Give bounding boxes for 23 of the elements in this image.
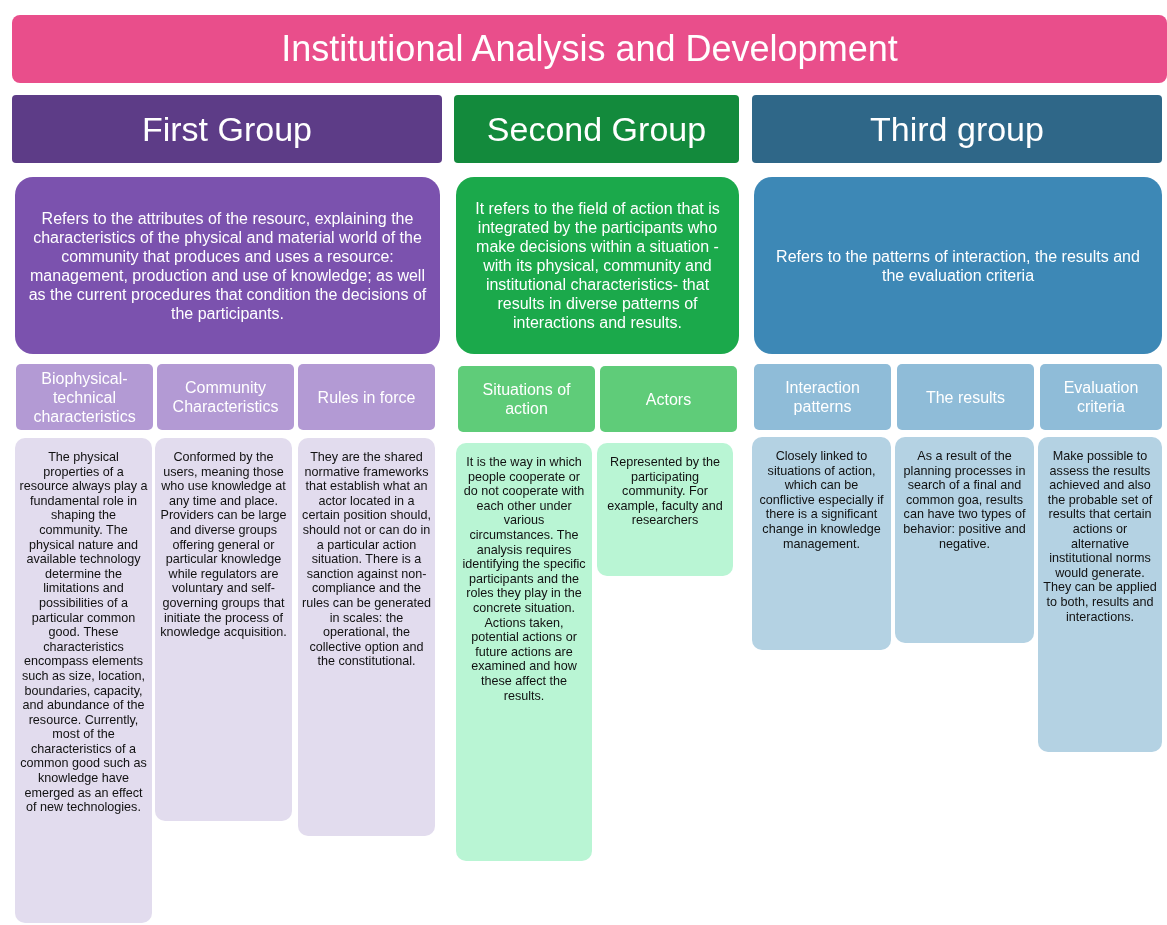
title-banner: Institutional Analysis and Development [12,15,1167,83]
category-header: Community Characteristics [157,364,294,430]
description-card: It refers to the field of action that is integrated by the participants who make decisions within a situation -with its physical, community and institutional characteristics- that results in diverse patterns of interactions and results. [456,177,739,354]
category-header: The results [897,364,1034,430]
text-card: Represented by the participating community. For example, faculty and researchers [597,443,733,576]
category-header: Rules in force [298,364,435,430]
text-card: As a result of the planning processes in search of a final and common goa, results can have two types of behavior: positive and negative. [895,437,1034,643]
description-card: Refers to the attributes of the resourc, explaining the characteristics of the physical and material world of the community that produces and uses a resource: management, production and use of knowledge; as well as the current procedures that condition the decisions of the participants. [15,177,440,354]
category-header: Actors [600,366,737,432]
group-header: Third group [752,95,1162,163]
text-card: Conformed by the users, meaning those who use knowledge at any time and place. Providers can be large and diverse groups offering general or particular knowledge while regulators are voluntary and self-governing groups that initiate the process of knowledge acquisition. [155,438,292,821]
text-card: Make possible to assess the results achieved and also the probable set of results that certain actions or alternative institutional norms would generate. They can be applied to both, results and interactions. [1038,437,1162,752]
text-card: Closely linked to situations of action, which can be conflictive especially if there is a significant change in knowledge management. [752,437,891,650]
category-header: Biophysical-technical characteristics [16,364,153,430]
text-card: The physical properties of a resource always play a fundamental role in shaping the community. The physical nature and available technology determine the limitations and possibilities of a particular common good. These characteristics encompass elements such as size, location, boundaries, capacity, and abundance of the resource. Currently, most of the characteristics of a common good such as knowledge have emerged as an effect of new technologies. [15,438,152,923]
text-card: They are the shared normative frameworks that establish what an actor located in a certain position should, should not or can do in a particular action situation. There is a sanction against non-compliance and the rules can be generated in scales: the operational, the collective option and the constitutional. [298,438,435,836]
category-header: Interaction patterns [754,364,891,430]
category-header: Situations of action [458,366,595,432]
category-header: Evaluation criteria [1040,364,1162,430]
group-header: Second Group [454,95,739,163]
group-header: First Group [12,95,442,163]
text-card: It is the way in which people cooperate or do not cooperate with each other under various circumstances. The analysis requires identifying the specific participants and the roles they play in the concrete situation. Actions taken, potential actions or future actions are examined and how these affect the results. [456,443,592,861]
description-card: Refers to the patterns of interaction, the results and the evaluation criteria [754,177,1162,354]
